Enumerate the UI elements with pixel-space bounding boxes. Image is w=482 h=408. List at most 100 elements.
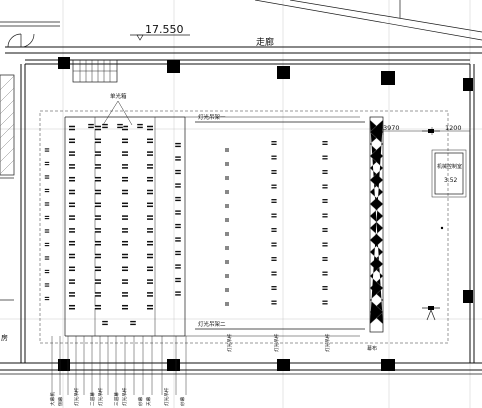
light-fixture-icon: [270, 271, 278, 276]
light-fixture-icon: [146, 125, 154, 131]
light-fixture-icon: [224, 148, 230, 152]
light-fixture-icon: [121, 279, 129, 284]
label-leader-lines: [51, 336, 187, 395]
light-fixture-icon: [224, 204, 230, 208]
light-fixture-icon: [321, 141, 329, 145]
columns: [58, 57, 473, 371]
rigging-rails: [195, 121, 365, 330]
light-row-1-label: 灯光吊架一: [198, 113, 226, 121]
light-fixture-icon: [146, 292, 154, 297]
light-fixture-icon: [87, 123, 95, 129]
top-building-edge: [254, 0, 482, 41]
light-fixture-icon: [146, 202, 154, 208]
light-fixture-icon: [224, 246, 230, 250]
light-fixture-icon: [136, 123, 144, 129]
left-hatched-wall: [0, 74, 15, 301]
light-fixture-icon: [44, 161, 50, 166]
light-fixture-icon: [121, 292, 129, 297]
light-fixture-icon: [94, 189, 102, 195]
light-fixture-icon: [121, 240, 129, 246]
bottom-label: 纱幕: [179, 396, 186, 406]
light-fixture-icon: [270, 170, 278, 174]
light-fixture-icon: [129, 320, 137, 326]
sparse-light-fixtures: [224, 141, 329, 306]
corridor-walls: [5, 46, 482, 65]
light-fixture-icon: [101, 123, 109, 129]
light-fixture-icon: [174, 156, 182, 161]
light-fixture-icon: [44, 242, 50, 247]
outer-walls: [0, 64, 482, 375]
light-fixture-icon: [121, 253, 129, 259]
light-fixture-icon: [224, 218, 230, 222]
light-fixture-icon: [146, 189, 154, 195]
light-fixture-icon: [270, 199, 278, 203]
dimension-b: 1200: [445, 124, 462, 132]
light-fixture-icon: [94, 240, 102, 246]
light-fixture-icon: [68, 215, 76, 220]
light-fixture-icon: [94, 215, 102, 220]
light-fixture-icon: [224, 274, 230, 278]
bottom-label: 纱幕: [137, 396, 144, 406]
elevation-marker: 17.550: [130, 23, 190, 41]
light-fixture-icon: [146, 176, 154, 182]
light-row-2-label: 灯光吊架二: [198, 320, 226, 328]
light-fixture-icon: [121, 164, 129, 169]
bottom-label: 灯光吊杆: [121, 387, 128, 406]
light-fixture-icon: [44, 229, 50, 233]
top-tag-label: 单光箱: [110, 92, 127, 100]
bottom-label: 三道幕: [113, 392, 120, 406]
light-fixture-icon: [174, 183, 182, 188]
light-fixture-icon: [94, 138, 102, 144]
light-fixture-icon: [68, 240, 76, 246]
light-fixture-icon: [94, 164, 102, 169]
light-fixture-icon: [174, 291, 182, 296]
light-fixture-icon: [224, 162, 230, 166]
light-fixture-icon: [146, 279, 154, 284]
stand-symbols: [422, 129, 444, 321]
light-fixture-icon: [68, 228, 76, 233]
light-fixture-icon: [224, 190, 230, 194]
light-fixture-icon: [121, 266, 129, 272]
light-fixture-icon: [94, 292, 102, 297]
machine-room-number: 3.52: [444, 177, 458, 184]
light-fixture-icon: [121, 189, 129, 195]
light-fixture-icon: [68, 151, 76, 156]
light-fixture-icon: [68, 304, 76, 310]
light-fixture-icon: [44, 175, 50, 179]
light-fixture-icon: [94, 279, 102, 284]
light-fixture-icon: [174, 196, 182, 202]
light-fixture-icon: [44, 188, 50, 193]
light-fixture-icon: [121, 125, 129, 131]
light-fixture-icon: [146, 215, 154, 220]
light-fixture-icon: [68, 266, 76, 272]
light-fixture-icon: [270, 155, 278, 160]
cyclorama-strip: [369, 116, 384, 333]
machine-room-label: 机械控制室: [437, 163, 462, 170]
light-fixture-icon: [116, 123, 124, 129]
light-fixture-icon: [68, 292, 76, 297]
light-fixture-icon: [146, 151, 154, 156]
stage-boundary: [39, 110, 449, 344]
light-fixture-icon: [174, 210, 182, 215]
light-fixture-icon: [321, 242, 329, 247]
light-fixture-icon: [94, 125, 102, 131]
light-fixture-icon: [270, 242, 278, 247]
light-fixture-icon: [224, 176, 230, 180]
light-fixture-icon: [174, 169, 182, 175]
light-fixture-icon: [321, 199, 329, 203]
light-fixture-icon: [44, 283, 50, 287]
dimension-a: 3970: [383, 124, 400, 132]
light-fixture-icon: [68, 125, 76, 131]
light-fixture-icon: [270, 228, 278, 232]
light-fixture-icon: [44, 269, 50, 274]
bottom-label: 大幕机: [49, 392, 56, 406]
bottom-label: 侧幕: [57, 396, 64, 406]
light-fixture-icon: [321, 170, 329, 174]
light-fixture-icon: [68, 202, 76, 208]
light-fixture-icon: [224, 302, 230, 306]
light-fixture-icon: [101, 320, 109, 326]
top-tag-leader: [102, 100, 133, 126]
right-bottom-label: 灯光吊杆: [226, 333, 233, 352]
light-fixture-icon: [146, 266, 154, 272]
